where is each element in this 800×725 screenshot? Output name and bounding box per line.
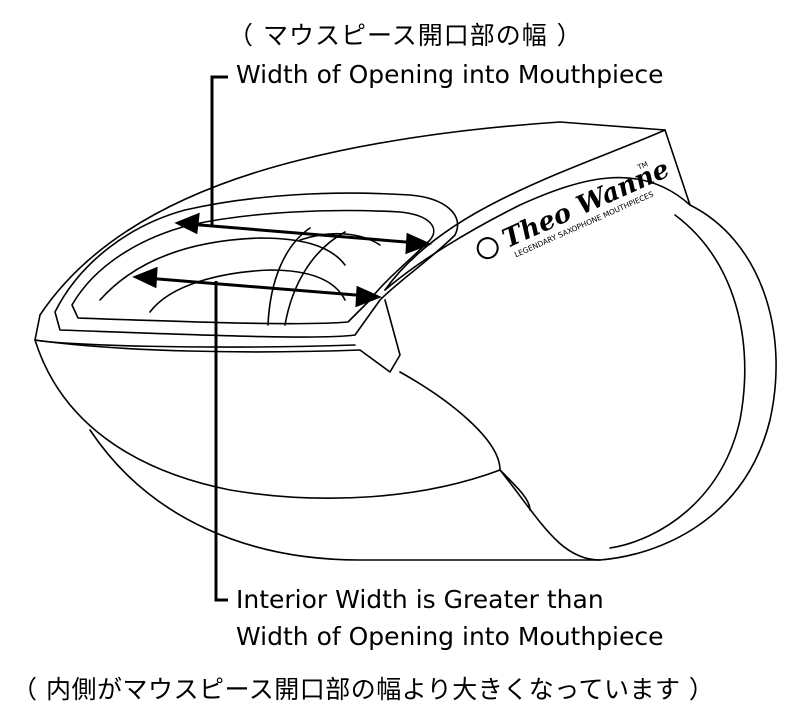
window-inner — [71, 209, 435, 325]
bottom-label-leader — [214, 281, 228, 602]
top-width-arrow-head-left — [174, 212, 200, 235]
mouthpiece-table-top — [39, 121, 666, 316]
logo-trademark: TM — [636, 160, 650, 172]
logo-brand: Theo Wanne — [498, 154, 674, 254]
bottom-english-label-line1: Interior Width is Greater than — [236, 585, 604, 614]
mouthpiece-right-face-edge — [664, 129, 691, 206]
bottom-japanese-label: （ 内側がマウスピース開口部の幅より大きくなっています ） — [12, 675, 715, 704]
mouthpiece-back-body — [599, 204, 777, 561]
mouthpiece-top-right-slope — [384, 129, 666, 291]
top-label-leader — [210, 75, 228, 226]
window-outer — [54, 192, 459, 338]
mouthpiece-back-inner-curve — [609, 214, 746, 549]
mouthpiece-side-face — [384, 176, 691, 291]
theo-wanne-logo: Theo Wanne TM LEGENDARY SAXOPHONE MOUTHP… — [476, 154, 674, 260]
mouthpiece-lower-belly — [89, 429, 601, 561]
top-width-arrow-line — [187, 222, 419, 245]
interior-width-arrow-head-right — [355, 285, 382, 308]
logo-emblem-icon — [476, 237, 499, 260]
top-english-label: Width of Opening into Mouthpiece — [236, 60, 664, 89]
top-japanese-label: （ マウスピース開口部の幅 ） — [228, 21, 583, 50]
bottom-english-label-line2: Width of Opening into Mouthpiece — [236, 622, 664, 651]
interior-width-arrow-line — [145, 276, 369, 298]
mouthpiece-front-body — [34, 339, 601, 561]
top-width-arrow-head-right — [405, 232, 432, 255]
interior-width-arrow-head-left — [132, 266, 158, 289]
